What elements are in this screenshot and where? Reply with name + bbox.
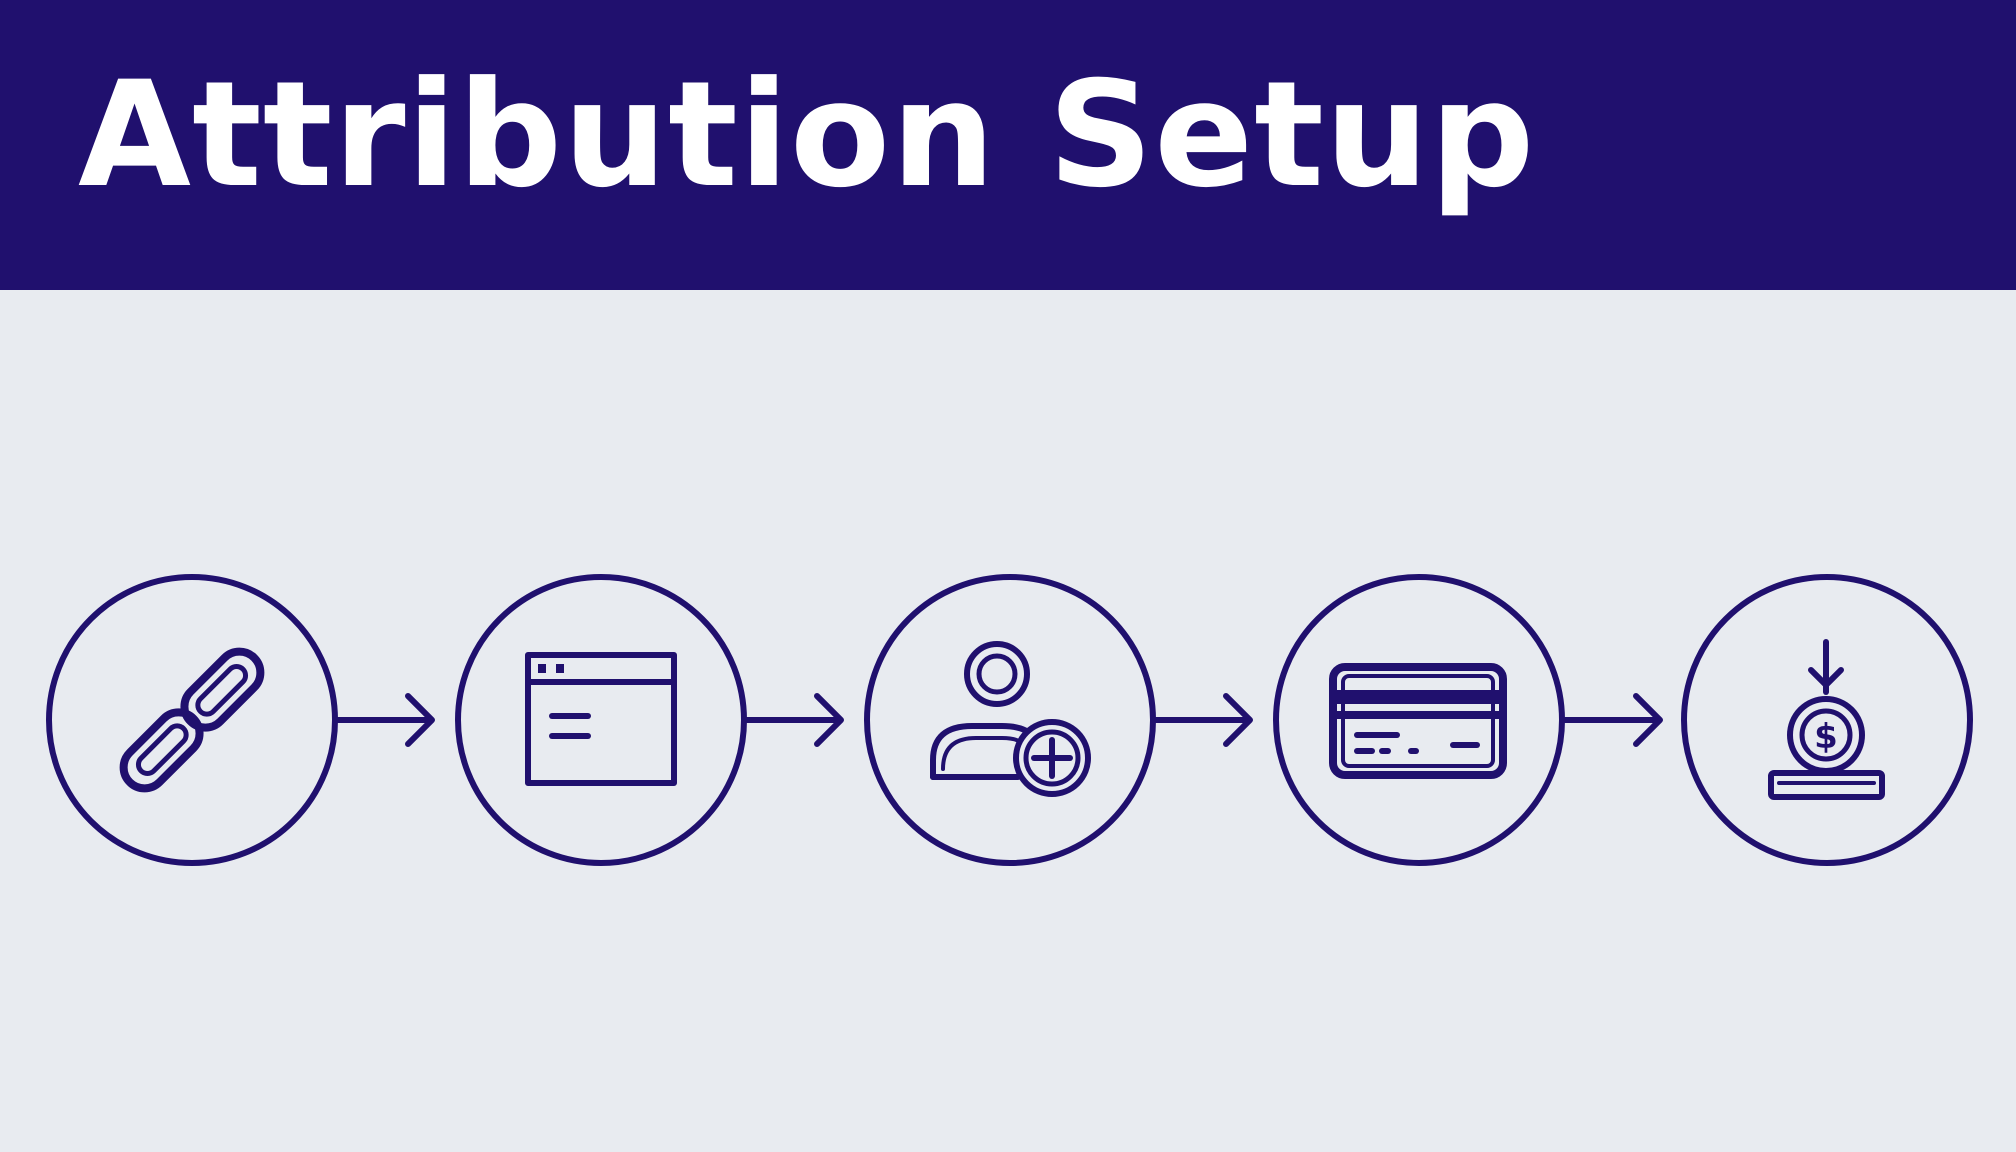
arrow-right-icon [333, 693, 435, 747]
step-5-node: $ [1681, 574, 1973, 866]
arrow-right-icon [1560, 693, 1663, 747]
svg-text:$: $ [1814, 717, 1838, 757]
add-user-icon [930, 641, 1091, 797]
step-4-node [1273, 574, 1565, 866]
arrow-right-icon [742, 693, 844, 747]
header-banner: Attribution Setup [0, 0, 2016, 290]
credit-card-icon [1329, 663, 1507, 779]
step-3-circle [864, 574, 1156, 866]
link-icon [119, 647, 265, 793]
step-2-circle [455, 574, 747, 866]
step-4-circle [1273, 574, 1565, 866]
arrow-right-icon [1151, 693, 1253, 747]
step-5-circle [1681, 574, 1973, 866]
step-2-node [455, 574, 747, 866]
attribution-flow: $ [0, 290, 2016, 1152]
step-1-node [46, 574, 338, 866]
step-3-node [864, 574, 1156, 866]
landing-page-icon [525, 652, 677, 786]
deposit-money-icon: $ [1768, 639, 1885, 800]
flow-diagram: $ [46, 574, 1973, 866]
page-title: Attribution Setup [78, 50, 1536, 220]
